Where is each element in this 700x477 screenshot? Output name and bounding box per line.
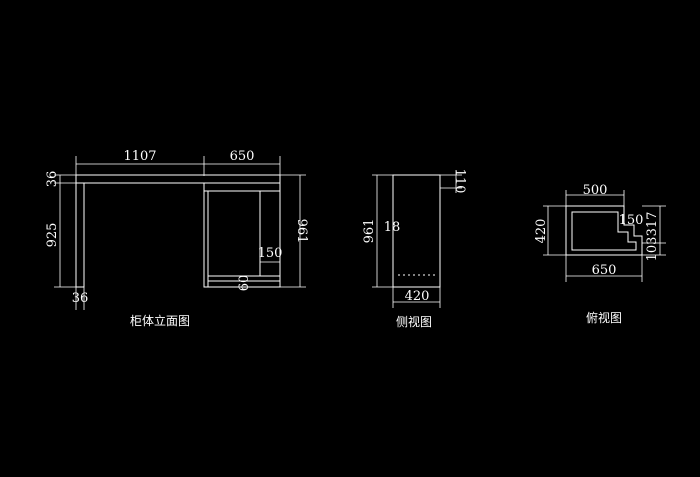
dim-side-height: 961 [362,219,377,244]
front-elevation-view: 1107 650 36 925 36 150 60 961 柜体立面图 [45,149,309,328]
dim-front-height-left: 925 [45,223,60,248]
dim-top-right-lower: 103 [645,237,660,262]
side-view: 961 18 110 420 侧视图 [362,169,467,329]
top-inner-outline [571,211,637,251]
dim-top-top: 500 [583,183,608,198]
dim-top-right-upper: 317 [645,212,660,237]
caption-front-elevation: 柜体立面图 [130,313,190,328]
side-panel [392,174,441,288]
desk-top-panel [75,174,281,184]
dim-top-depth: 420 [534,219,549,244]
dim-top-bottom: 650 [592,263,617,278]
dim-front-height-right: 961 [294,219,309,244]
dim-top-notch: 150 [619,213,644,228]
dim-front-base: 60 [237,275,252,292]
caption-side-view: 侧视图 [396,314,432,329]
dim-side-top: 110 [452,169,467,194]
dim-front-bottom: 36 [72,291,89,306]
dim-front-top-left: 1107 [123,149,156,164]
dim-side-width: 420 [405,289,430,304]
dim-front-side-top: 36 [45,171,60,188]
cabinet-body [203,182,281,288]
top-view: 500 420 150 317 103 650 俯视图 [534,183,666,325]
desk-left-leg [75,182,85,288]
dim-side-inner: 18 [384,220,401,235]
dim-front-shelf: 150 [258,246,283,261]
dim-front-top-right: 650 [230,149,255,164]
top-outline [565,205,643,256]
caption-top-view: 俯视图 [586,310,622,325]
